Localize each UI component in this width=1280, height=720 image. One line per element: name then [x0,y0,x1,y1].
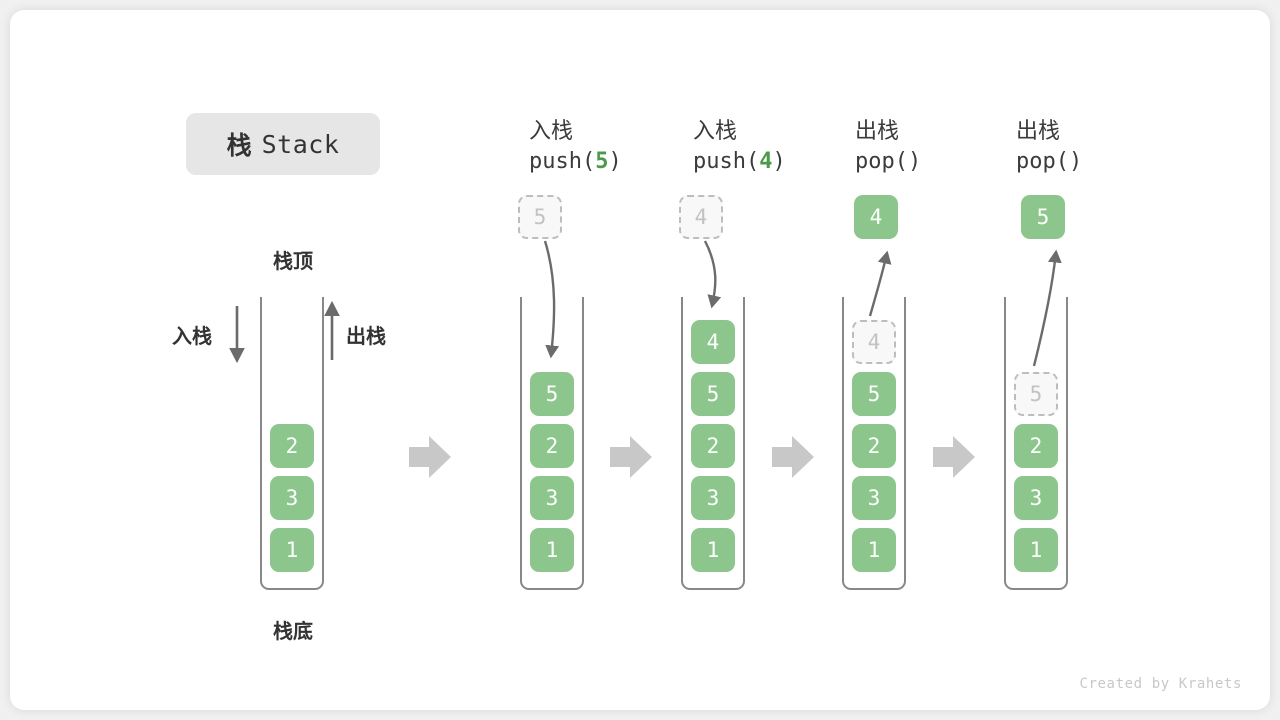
watermark: Created by Krahets [1079,676,1242,692]
column-header-label: 入栈 [693,118,738,143]
push-direction-label: 入栈 [172,326,212,348]
code-suffix: ) [1068,149,1083,174]
stack-container-push4 [681,297,745,590]
pop-direction-label: 出栈 [346,326,386,348]
figure-title-en: Stack [261,129,340,159]
stack-element: 3 [530,476,574,520]
figure-title-cn: 栈 [226,132,252,160]
stack-container-pop2 [1004,297,1068,590]
stack-element: 1 [270,528,314,572]
stack-container-pop1 [842,297,906,590]
stack-element: 3 [852,476,896,520]
column-header-code: pop() [1016,146,1186,178]
code-suffix: ) [608,149,622,174]
stack-element: 3 [270,476,314,520]
outgoing-element: 4 [854,195,898,239]
code-prefix: pop( [855,149,908,174]
code-suffix: ) [907,149,922,174]
column-header-pop1: 出栈 pop() [855,116,1025,178]
transition-arrow [772,436,814,478]
column-header-push5: 入栈 push(5) [529,116,699,178]
stack-container-initial [260,297,324,590]
stack-element: 2 [530,424,574,468]
stack-element: 2 [1014,424,1058,468]
code-prefix: pop( [1016,149,1069,174]
stack-element: 5 [852,372,896,416]
stack-element: 3 [691,476,735,520]
column-header-code: push(5) [529,146,699,178]
stack-element: 2 [691,424,735,468]
incoming-element-ghost: 5 [518,195,562,239]
code-prefix: push( [529,149,596,174]
stack-element: 5 [530,372,574,416]
code-arg: 5 [595,149,609,174]
stack-bottom-label: 栈底 [273,621,313,643]
incoming-element-ghost: 4 [679,195,723,239]
stack-element: 5 [691,372,735,416]
column-header-code: pop() [855,146,1025,178]
stack-element: 2 [270,424,314,468]
column-header-label: 出栈 [1016,118,1061,143]
stack-container-push5 [520,297,584,590]
stack-element: 1 [530,528,574,572]
code-arg: 4 [759,149,773,174]
transition-arrow [933,436,975,478]
diagram-canvas: 栈 Stack 入栈 push(5) 入栈 push(4) 出栈 pop() 出… [10,10,1270,710]
figure-title: 栈 Stack [186,113,380,175]
stack-element: 1 [1014,528,1058,572]
stack-element: 1 [691,528,735,572]
transition-arrow [610,436,652,478]
column-header-code: push(4) [693,146,863,178]
column-header-push4: 入栈 push(4) [693,116,863,178]
stack-top-label: 栈顶 [273,251,313,273]
popped-slot-ghost: 4 [852,320,896,364]
outgoing-element: 5 [1021,195,1065,239]
stack-element: 4 [691,320,735,364]
column-header-pop2: 出栈 pop() [1016,116,1186,178]
stack-element: 3 [1014,476,1058,520]
stack-element: 1 [852,528,896,572]
popped-slot-ghost: 5 [1014,372,1058,416]
column-header-label: 出栈 [855,118,900,143]
transition-arrow [409,436,451,478]
stack-element: 2 [852,424,896,468]
column-header-label: 入栈 [529,118,574,143]
code-suffix: ) [772,149,786,174]
code-prefix: push( [693,149,760,174]
